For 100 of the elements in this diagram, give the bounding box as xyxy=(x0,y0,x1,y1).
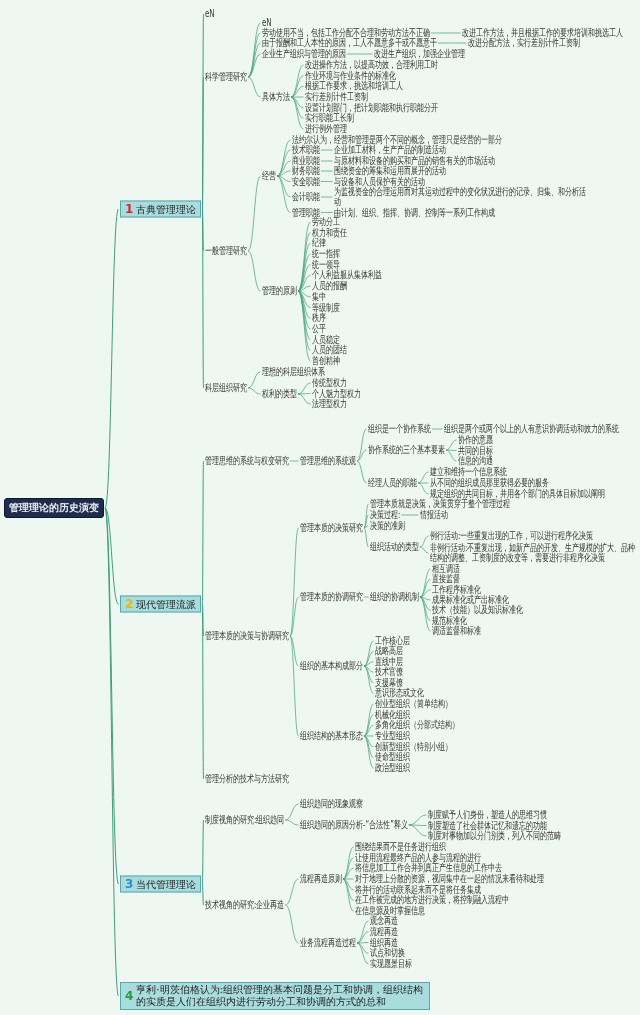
topic-label: 作业环境与作业条件的标准化 xyxy=(305,70,396,81)
topic-label: 组织的协调机制 xyxy=(370,592,419,602)
topic-label: 管理本质就是决策，决策贯穿于整个管理过程 xyxy=(370,499,510,509)
topic-label: 个人利益服从集体利益 xyxy=(312,270,382,281)
topic-label: 组织趋同的现象观察 xyxy=(300,799,363,809)
connector-line xyxy=(320,170,333,172)
connector-line xyxy=(297,275,311,292)
connector-line xyxy=(297,290,311,351)
connector-line xyxy=(285,904,299,944)
topic-label: 直线中层 xyxy=(375,656,403,667)
connector-line xyxy=(289,596,299,637)
connector-line xyxy=(430,32,461,34)
connector-line xyxy=(247,371,261,389)
topic-label: 为监视资金的合理运用而对其运动过程中的变化状况进行的记录、归集、和分析活动 xyxy=(334,187,586,207)
connector-line xyxy=(342,878,354,880)
topic-label: 理想的科层组织体系 xyxy=(262,367,325,377)
connector-line xyxy=(417,471,429,484)
topic-label: 业务流程再造过程 xyxy=(300,938,356,948)
topic-label: 会计职能 xyxy=(292,192,320,202)
topic-label: 设置计划部门，把计划职能和执行职能分开 xyxy=(305,102,438,113)
connector-line xyxy=(437,42,467,44)
topic-label: 围绕结果而不是任务进行组织 xyxy=(355,842,446,852)
topic-label: 流程再造 xyxy=(370,926,398,937)
topic-label: 成果标准化或产出标准化 xyxy=(432,595,509,605)
branch-number: 3 xyxy=(125,877,134,891)
connector-line xyxy=(342,868,354,880)
connector-line xyxy=(417,482,429,484)
topic-label: 制度视角的研究:组织趋同 xyxy=(205,815,285,825)
topic-label: 政治型组织 xyxy=(375,763,410,773)
topic-label: 试点和切换 xyxy=(370,948,405,959)
branch-title: 现代管理流派 xyxy=(136,598,197,610)
connector-line xyxy=(290,96,304,119)
topic-label: 将并行的活动联系起来而不是将任务集成 xyxy=(355,884,481,895)
topic-label: 将信息加工工作合并到真正产生信息的工作中去 xyxy=(355,863,502,874)
topic-label: 科层组织研究 xyxy=(205,383,247,393)
connector-line xyxy=(201,208,204,389)
connector-line xyxy=(356,942,369,954)
connector-line xyxy=(290,86,304,98)
connector-line xyxy=(419,568,431,598)
connector-line xyxy=(363,514,369,529)
connector-line xyxy=(363,640,374,667)
topic-label: 经理人员的职能 xyxy=(368,478,417,488)
connector-line xyxy=(419,535,429,548)
topic-label: 决策的准则 xyxy=(370,521,405,531)
connector-line xyxy=(276,175,291,198)
topic-label: 决策过程: xyxy=(370,510,401,520)
topic-label: 直接监督 xyxy=(432,574,460,585)
connector-line xyxy=(297,290,311,362)
topic-label: 组织是一个协作系统 xyxy=(368,424,431,434)
connector-line xyxy=(342,878,354,901)
topic-label: 管理本质的协调研究 xyxy=(300,592,363,602)
topic-label: 改进分配方法，实行差别计件工资制 xyxy=(468,38,580,48)
topic-label: 从不同的组织成员那里获得必要的服务 xyxy=(430,478,549,488)
connector-line xyxy=(289,527,299,637)
connector-line xyxy=(290,96,304,130)
topic-label: 协作系统的三个基本要素 xyxy=(368,445,445,455)
connector-line xyxy=(297,290,311,298)
topic-label: 管理本质的决策研究 xyxy=(300,523,363,533)
connector-line xyxy=(320,181,333,182)
connector-line xyxy=(247,175,261,252)
topic-label: 支援幕僚 xyxy=(375,677,403,688)
branch-box xyxy=(120,982,430,1010)
topic-label: 让使用流程最终产品的人参与流程的进行 xyxy=(355,852,481,863)
topic-label: 技术官僚 xyxy=(375,667,403,678)
connector-line xyxy=(363,665,374,694)
connector-line xyxy=(201,819,204,885)
connector-line xyxy=(247,387,261,395)
topic-label: 企业生产组织与管理的原因 xyxy=(262,49,346,59)
connector-line xyxy=(276,170,291,177)
connector-line xyxy=(419,596,431,621)
topic-label: 人员的报酬 xyxy=(312,281,347,292)
topic-label: 围绕资金的筹集和运用而展开的活动 xyxy=(334,166,446,176)
topic-label: 公平 xyxy=(312,323,326,334)
topic-label: 技术（技能）以及知识标准化 xyxy=(432,605,523,616)
topic-label: 一般管理研究 xyxy=(205,246,247,256)
connector-line xyxy=(363,525,369,529)
connector-line xyxy=(342,857,354,880)
topic-label: 机械化组织 xyxy=(375,709,410,720)
connector-line xyxy=(363,527,369,548)
topic-label: 纪律 xyxy=(312,238,326,249)
topic-label: 组织的基本构成部分 xyxy=(300,661,363,671)
topic-label: 根据工作要求，挑选和培训工人 xyxy=(305,81,403,92)
topic-label: 相互调适 xyxy=(432,564,460,574)
topic-label: 进行例外管理 xyxy=(305,124,347,134)
connector-line xyxy=(356,931,369,944)
topic-label: 法理型权力 xyxy=(312,399,347,409)
topic-label: 劳动使用不当，包括工作分配不合理和劳动方法不正确 xyxy=(262,28,430,38)
topic-label: 与原材料和设备的购买和产品的销售有关的市场活动 xyxy=(334,156,495,166)
topic-label: 由于报酬和工人本性的原因，工人不愿意多干或不愿意干 xyxy=(262,38,437,48)
connector-line xyxy=(419,589,431,598)
connector-line xyxy=(290,75,304,98)
topic-label: 专业型组织 xyxy=(375,731,410,741)
topic-label: 组织再造 xyxy=(370,937,398,948)
connector-line xyxy=(363,661,374,667)
topic-label: 经营 xyxy=(262,171,276,181)
connector-line xyxy=(356,428,367,462)
topic-label: 科学管理研究 xyxy=(205,72,247,82)
topic-label: 调适监督和标准 xyxy=(432,626,481,636)
topic-label: 管理职能 xyxy=(292,207,320,218)
topic-label: eN xyxy=(262,18,272,28)
